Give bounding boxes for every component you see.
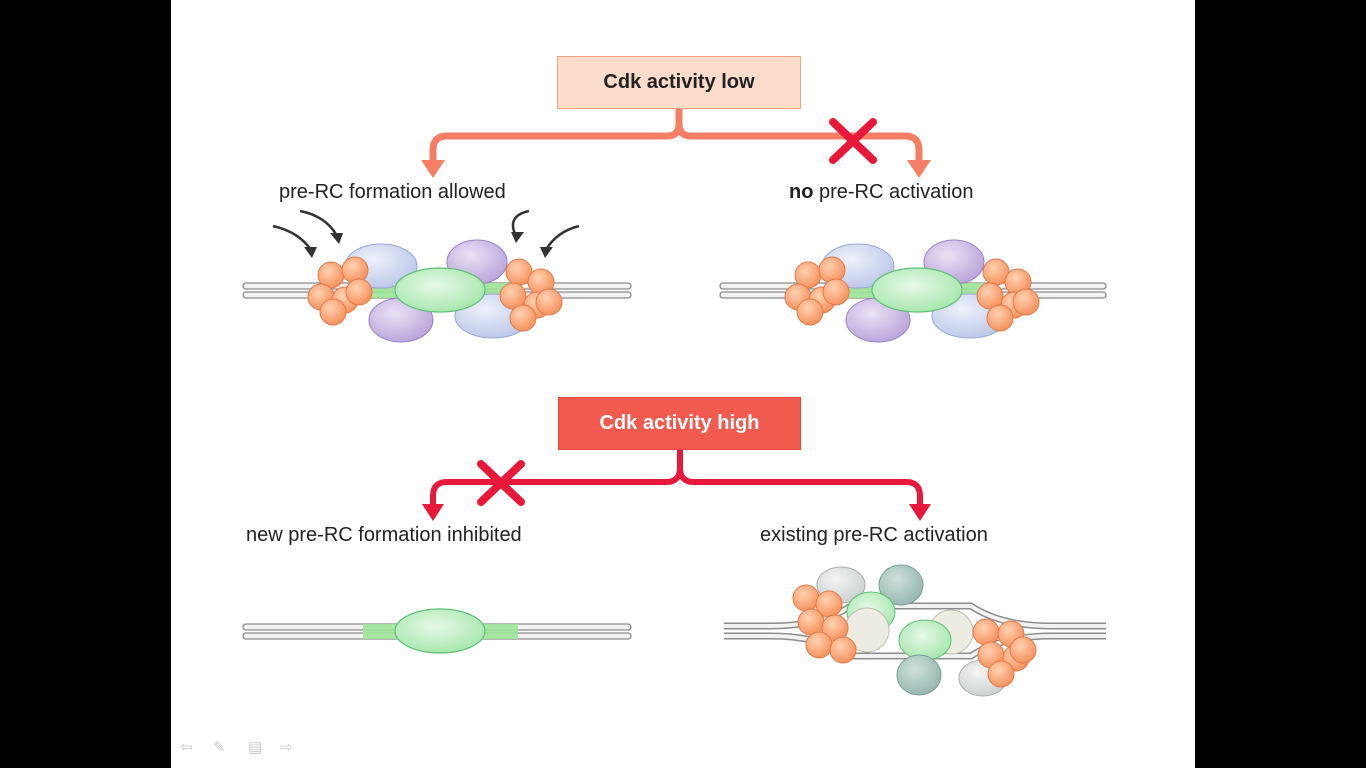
cdk-activity-low-label: Cdk activity low xyxy=(603,71,755,93)
loading-arrowheads xyxy=(304,232,553,258)
pre-rc-complex-right xyxy=(784,239,1040,343)
x-mark-low xyxy=(829,118,877,164)
cdk-activity-high-box: Cdk activity high xyxy=(558,397,801,450)
cdk-activity-low-box: Cdk activity low xyxy=(557,56,801,109)
label-formation-inhibited: new pre-RC formation inhibited xyxy=(246,524,522,546)
high-branch-arrows xyxy=(430,450,923,506)
label-no-activation: no pre-RC activation xyxy=(789,181,974,204)
arrowhead-right-low xyxy=(907,160,931,178)
low-branch-arrows xyxy=(429,109,923,162)
label-formation-allowed: pre-RC formation allowed xyxy=(279,181,506,203)
loading-arrows xyxy=(272,209,580,251)
arrowhead-left-low xyxy=(421,160,445,178)
cdk-activity-high-label: Cdk activity high xyxy=(599,412,760,434)
label-no-activation-bold: no xyxy=(789,181,814,203)
x-mark-high xyxy=(477,460,525,506)
activated-complex xyxy=(792,564,1037,697)
pre-rc-complex-left xyxy=(307,239,563,343)
label-no-activation-rest: pre-RC activation xyxy=(813,181,974,203)
origin-orc-green xyxy=(394,608,486,654)
slide: Cdk activity low Cdk activity high pre-R… xyxy=(171,0,1195,768)
pre-rc-diagram xyxy=(242,109,1107,697)
menu-icon[interactable]: ▤ xyxy=(248,739,263,756)
next-slide-icon[interactable]: ⇨ xyxy=(280,739,293,756)
arrowhead-right-high xyxy=(909,504,931,521)
dna-bottom-left xyxy=(242,608,632,654)
prev-slide-icon[interactable]: ⇦ xyxy=(180,739,193,756)
label-existing-activation: existing pre-RC activation xyxy=(760,524,988,546)
arrowhead-left-high xyxy=(422,504,444,521)
pen-icon[interactable]: ✎ xyxy=(213,739,226,756)
